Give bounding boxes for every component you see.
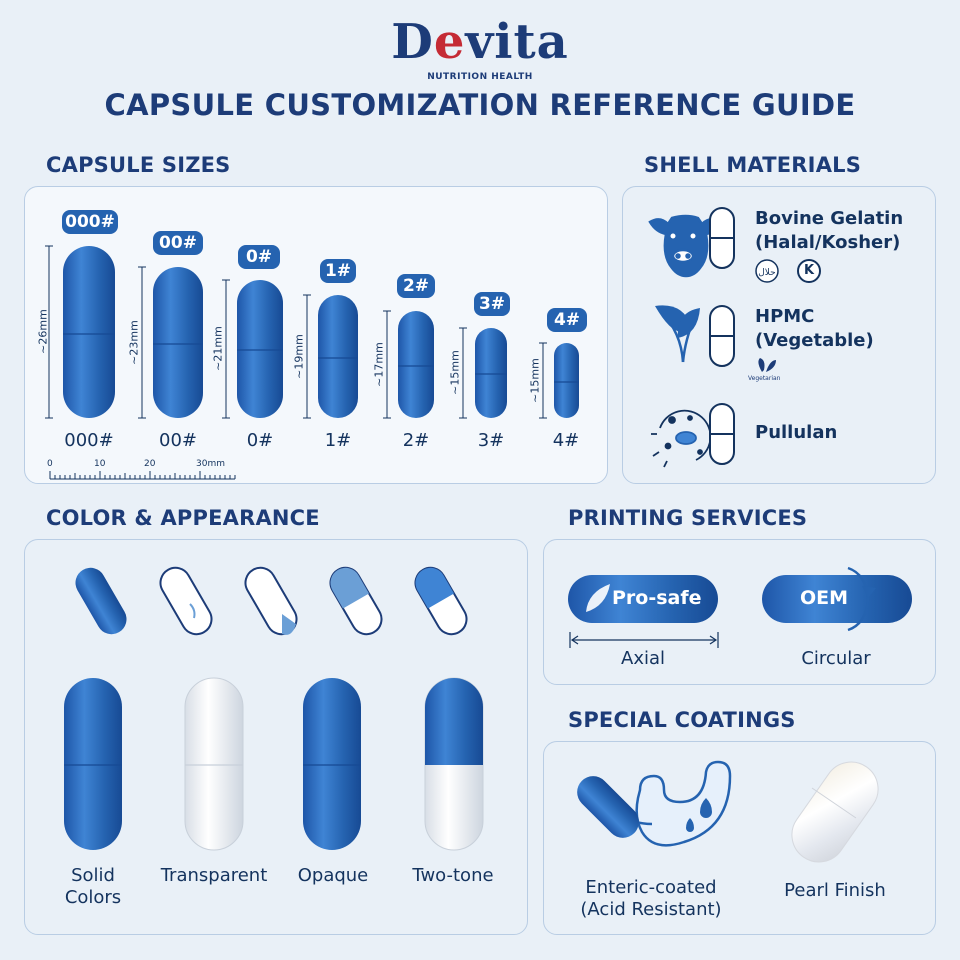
length-4: ~15mm <box>528 358 542 403</box>
microbe-icon <box>651 409 712 468</box>
capsule-sizes-panel <box>24 186 608 484</box>
page-title: CAPSULE CUSTOMIZATION REFERENCE GUIDE <box>104 88 856 122</box>
printing-panel <box>543 539 936 685</box>
cow-icon <box>648 214 722 278</box>
badge-00: 00# <box>153 231 203 255</box>
big-capsule-two-tone <box>424 677 484 851</box>
small-capsule-solid <box>75 567 127 635</box>
length-000: ~26mm <box>36 309 50 354</box>
shell-materials-heading: SHELL MATERIALS <box>644 153 862 177</box>
size-label-1: 1# <box>324 430 352 451</box>
enteric-label: Enteric-coated (Acid Resistant) <box>580 877 722 920</box>
brand-logo: Devita <box>391 14 569 70</box>
ruler <box>49 471 236 480</box>
badge-3: 3# <box>474 292 510 316</box>
printing-heading: PRINTING SERVICES <box>568 506 808 530</box>
ruler-tick-20: 20 <box>144 459 156 469</box>
badge-1: 1# <box>320 259 356 283</box>
size-label-4: 4# <box>552 430 580 451</box>
axial-print-capsule <box>568 575 718 623</box>
badge-000: 000# <box>62 210 118 234</box>
axial-print-text: Pro-safe <box>612 587 702 609</box>
badge-2: 2# <box>397 274 435 298</box>
capsule-outline-2 <box>709 305 735 367</box>
circular-print-capsule <box>762 566 912 632</box>
kosher-label: K <box>803 263 815 278</box>
coatings-panel <box>543 741 936 935</box>
axial-arrow <box>569 632 719 648</box>
circular-label: Circular <box>801 648 871 669</box>
size-label-000: 000# <box>64 430 114 451</box>
length-0: ~21mm <box>211 326 225 371</box>
coatings-heading: SPECIAL COATINGS <box>568 708 796 732</box>
big-capsule-solid <box>64 678 122 850</box>
capsule-sizes-heading: CAPSULE SIZES <box>46 153 231 177</box>
capsule-4 <box>554 343 579 418</box>
capsule-000 <box>63 246 115 418</box>
capsule-2 <box>398 311 434 418</box>
big-capsule-transparent <box>184 677 244 851</box>
small-capsule-opaque-half <box>329 566 383 636</box>
small-capsule-two-tone <box>414 566 468 636</box>
ruler-tick-30: 30mm <box>196 459 225 469</box>
svg-text:حلال: حلال <box>758 268 775 278</box>
capsule-1 <box>318 295 358 418</box>
vegetarian-label: Vegetarian <box>748 375 781 382</box>
length-2: ~17mm <box>372 342 386 387</box>
pearl-label: Pearl Finish <box>784 880 886 901</box>
type-transparent-label: Transparent <box>160 865 268 886</box>
type-two-tone-label: Two-tone <box>412 865 494 886</box>
capsule-00 <box>153 267 203 418</box>
axial-label: Axial <box>621 648 665 669</box>
halal-icon: حلال <box>755 259 779 283</box>
vegetarian-icon <box>758 358 776 372</box>
shell-materials-panel <box>622 186 936 484</box>
capsule-outline-1 <box>709 207 735 269</box>
pearl-capsule <box>791 761 879 863</box>
material-hpmc: HPMC (Vegetable) <box>755 306 874 351</box>
dimension-lines <box>45 245 547 419</box>
capsule-outline-3 <box>709 403 735 465</box>
leaf-icon <box>655 305 700 363</box>
small-capsule-transparent <box>159 566 213 636</box>
enteric-capsule <box>577 776 639 838</box>
brand-tagline: NUTRITION HEALTH <box>427 72 533 82</box>
circular-print-text: OEM <box>800 587 849 609</box>
big-capsule-opaque <box>303 678 361 850</box>
material-pullulan: Pullulan <box>755 422 838 443</box>
length-3: ~15mm <box>448 350 462 395</box>
badge-0: 0# <box>238 245 280 269</box>
material-bovine: Bovine Gelatin (Halal/Kosher) <box>755 208 904 253</box>
stomach-icon <box>611 760 732 847</box>
size-label-3: 3# <box>477 430 505 451</box>
kosher-icon <box>797 259 821 283</box>
ruler-tick-10: 10 <box>94 459 106 469</box>
color-appearance-panel <box>24 539 528 935</box>
capsule-3 <box>475 328 507 418</box>
small-capsule-transparent-tinted <box>244 566 298 636</box>
length-00: ~23mm <box>127 320 141 365</box>
type-solid-label: Solid Colors <box>64 865 122 908</box>
color-appearance-heading: COLOR & APPEARANCE <box>46 506 320 530</box>
badge-4: 4# <box>547 308 587 332</box>
size-label-0: 0# <box>246 430 274 451</box>
size-label-00: 00# <box>159 430 197 451</box>
size-label-2: 2# <box>402 430 430 451</box>
ruler-tick-0: 0 <box>47 459 53 469</box>
type-opaque-label: Opaque <box>297 865 369 886</box>
length-1: ~19mm <box>292 334 306 379</box>
capsule-0 <box>237 280 283 418</box>
